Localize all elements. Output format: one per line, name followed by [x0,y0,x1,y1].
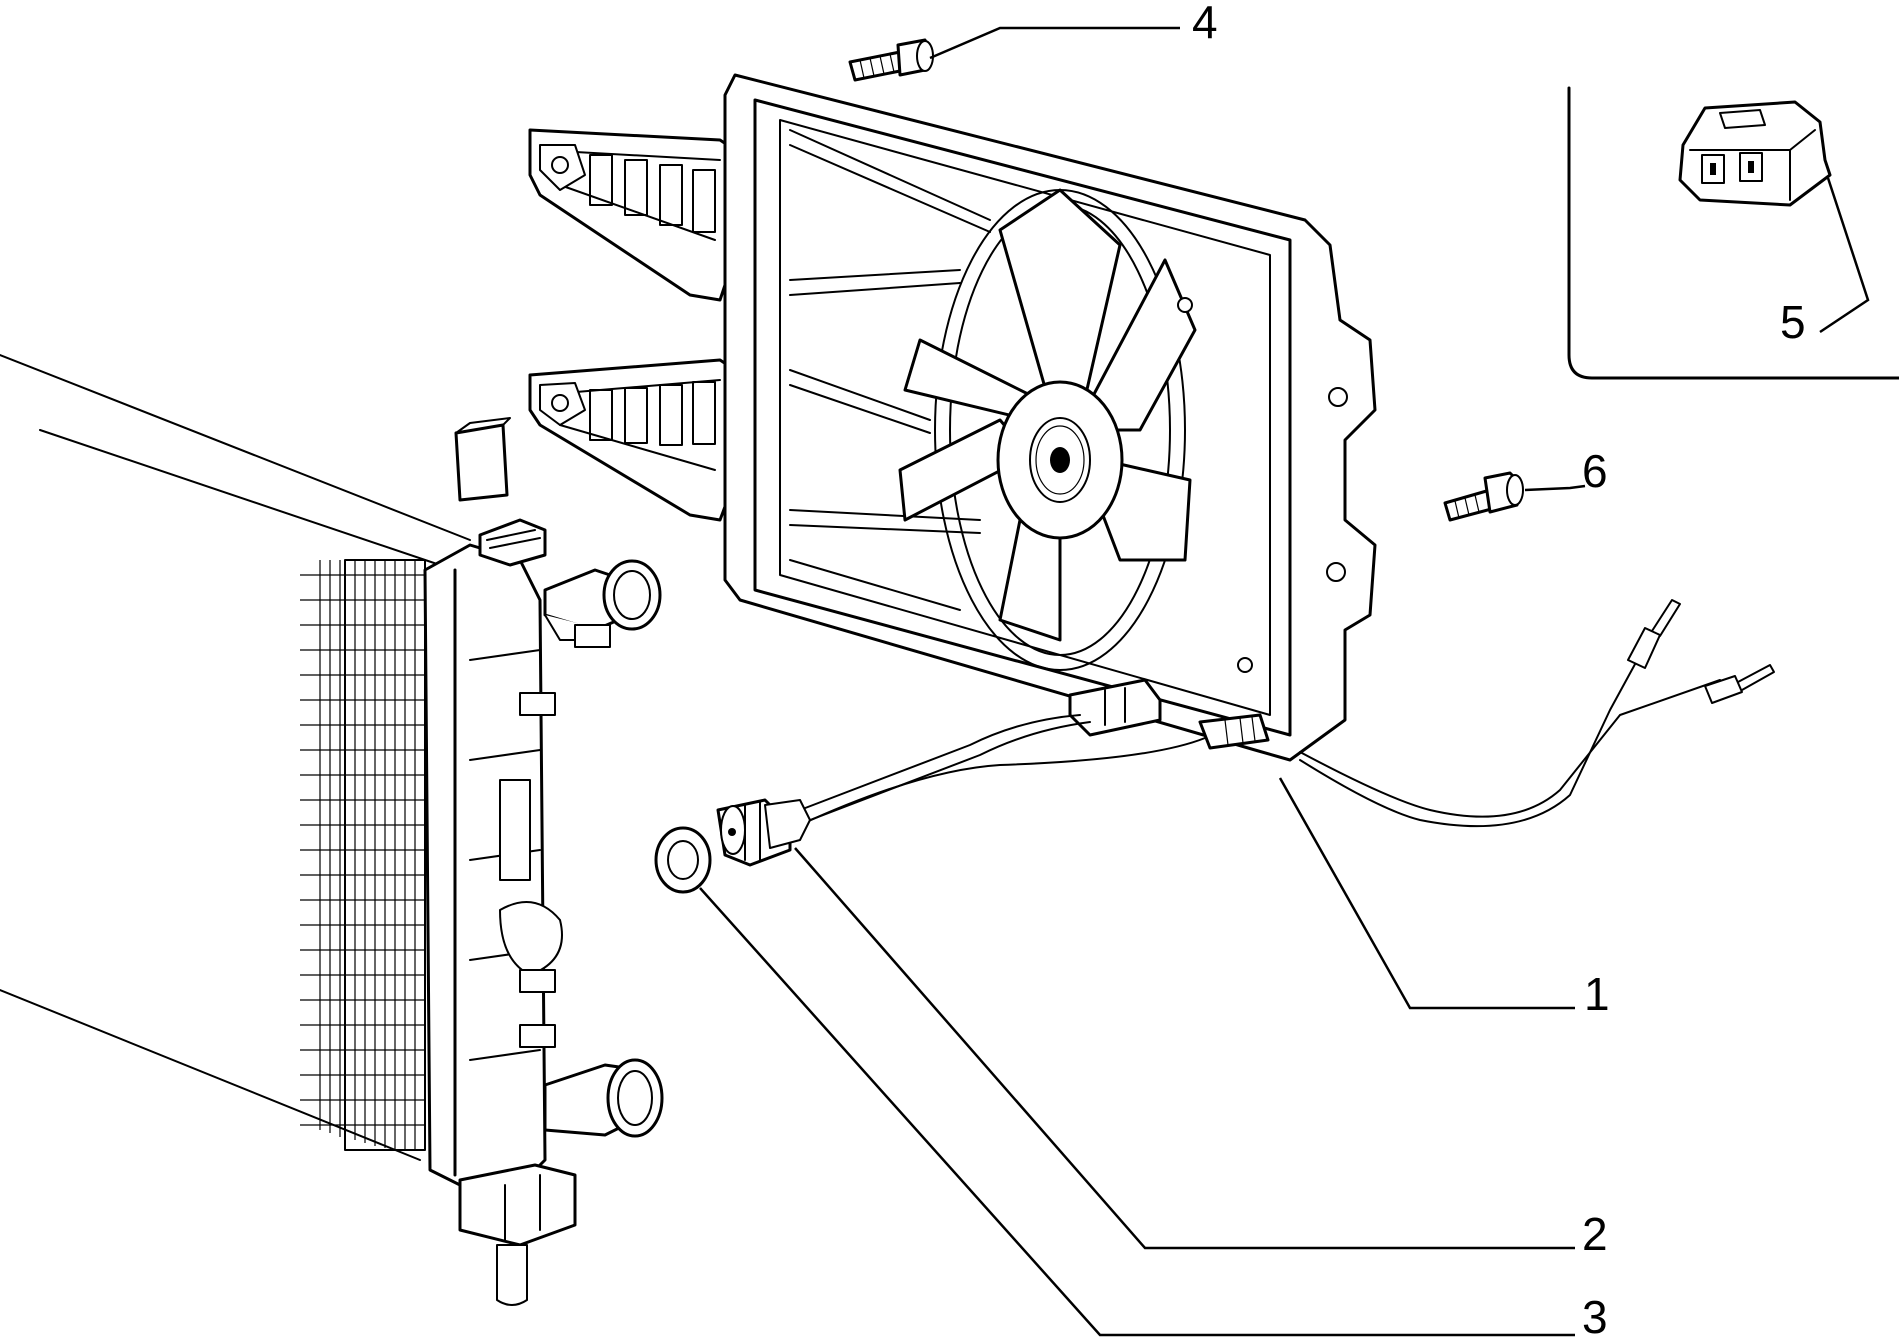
radiator-clip [454,417,511,502]
radiator [0,354,664,1306]
callout-3: 3 [1582,1291,1608,1337]
sealing-washer [654,826,712,894]
leader-lines [699,26,1870,1337]
fan-shroud-assembly [528,73,1377,762]
upper-mounting-arm [528,128,737,302]
lower-hose-outlet [543,1058,664,1138]
thermal-switch [716,798,811,867]
lower-mounting-arm [528,358,737,522]
callout-1: 1 [1584,968,1610,1020]
wire-terminal-right [1704,664,1775,704]
wiring-harness [799,599,1775,828]
wire-terminal-left [1627,599,1681,669]
connector-5 [1678,100,1832,207]
shroud-plug [1198,713,1270,750]
radiator-core-fins [300,559,426,1151]
upper-hose-outlet [543,559,662,648]
fan-hub [996,380,1124,540]
callout-5: 5 [1780,296,1806,348]
callout-4: 4 [1192,0,1218,48]
callout-2: 2 [1582,1208,1608,1260]
callout-6: 6 [1582,445,1608,497]
screw-4 [848,38,934,82]
screw-6 [1443,471,1524,522]
inset-panel [1567,86,1899,380]
